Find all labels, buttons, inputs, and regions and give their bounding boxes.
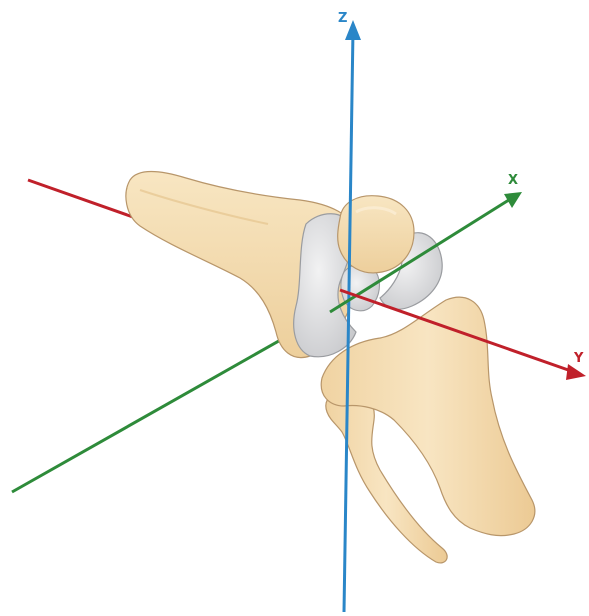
z-axis-label: Z — [338, 11, 347, 26]
x-axis-label: X — [508, 173, 518, 188]
y-axis-label: Y — [573, 351, 584, 366]
y-axis-arrowhead — [566, 364, 586, 380]
